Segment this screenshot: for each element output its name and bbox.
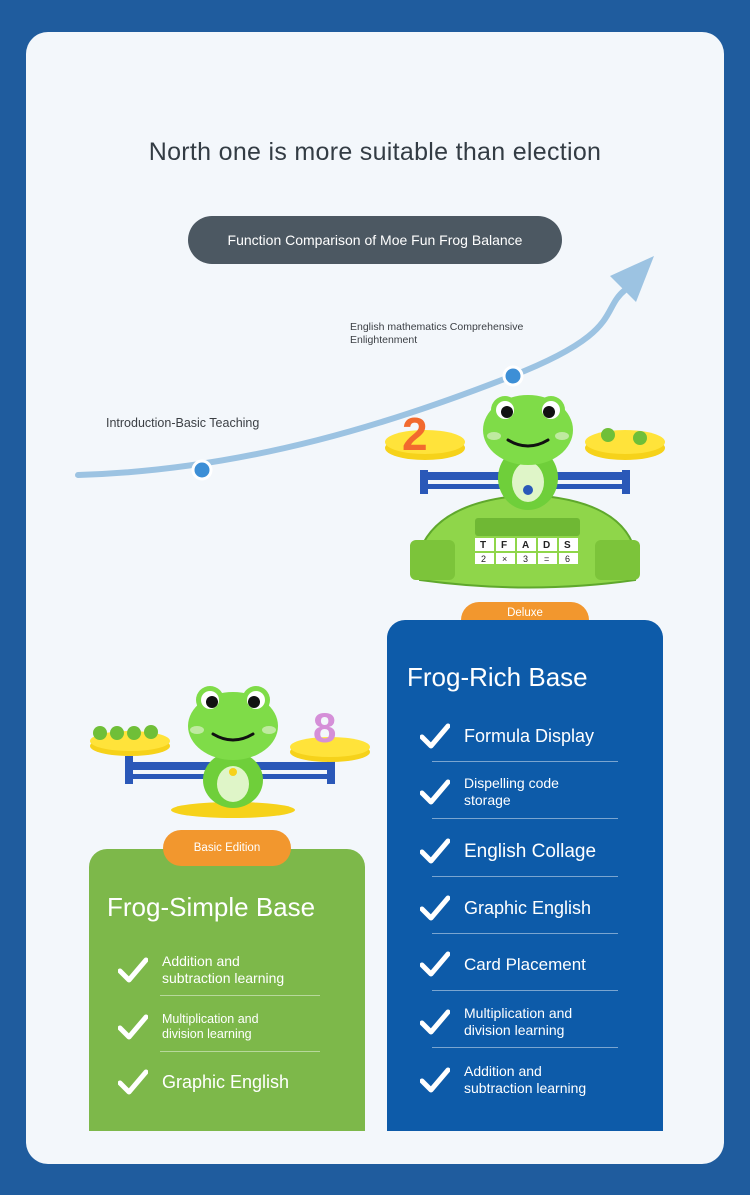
advanced-node-dot (502, 365, 524, 387)
deluxe-edition-title: Frog-Rich Base (407, 662, 588, 692)
divider (432, 933, 618, 934)
divider (432, 990, 618, 991)
divider (160, 995, 320, 996)
checkmark-icon (420, 951, 450, 977)
deluxe-feature-2: Dispelling code storage (420, 775, 650, 809)
divider (432, 761, 618, 762)
comparison-title: Function Comparison of Moe Fun Frog Bala… (188, 216, 562, 264)
deluxe-feature-7: Addition and subtraction learning (420, 1063, 650, 1097)
checkmark-icon (420, 723, 450, 749)
arrow-head-icon (610, 256, 654, 302)
advanced-label-line1: English mathematics Comprehensive (350, 321, 524, 333)
number-block-2: 2 (402, 408, 428, 460)
checkmark-icon (420, 1009, 450, 1035)
deluxe-frog-balance-image: T F A D S 2 × 3 = 6 2 (385, 395, 665, 589)
svg-text:×: × (502, 554, 507, 564)
svg-text:=: = (544, 554, 549, 564)
divider (432, 818, 618, 819)
divider (432, 1047, 618, 1048)
growth-curve (75, 256, 654, 481)
checkmark-icon (420, 1067, 450, 1093)
svg-text:A: A (522, 540, 529, 551)
basic-feature-3: Graphic English (118, 1069, 358, 1095)
basic-stage-label: Introduction-Basic Teaching (106, 416, 260, 430)
letter-tiles: T F A D S (475, 538, 578, 551)
checkmark-icon (118, 1069, 148, 1095)
basic-feature-2: Multiplication and division learning (118, 1012, 358, 1042)
checkmark-icon (420, 895, 450, 921)
svg-text:2: 2 (481, 554, 486, 564)
svg-text:S: S (564, 540, 571, 551)
deluxe-feature-1: Formula Display (420, 723, 650, 749)
svg-text:T: T (480, 540, 486, 551)
svg-text:6: 6 (565, 554, 570, 564)
formula-tiles: 2 × 3 = 6 (475, 553, 578, 564)
basic-edition-badge: Basic Edition (163, 830, 291, 866)
deluxe-edition-panel (387, 620, 663, 1131)
basic-frog-balance-image: 8 (90, 686, 370, 818)
divider (160, 1051, 320, 1052)
basic-feature-1: Addition and subtraction learning (118, 953, 358, 987)
deluxe-feature-5: Card Placement (420, 951, 650, 977)
checkmark-icon (118, 957, 148, 983)
advanced-stage-label: English mathematics Comprehensive Enligh… (350, 321, 523, 347)
divider (432, 876, 618, 877)
basic-edition-title: Frog-Simple Base (107, 892, 316, 922)
checkmark-icon (118, 1014, 148, 1040)
number-block-8: 8 (313, 704, 336, 751)
deluxe-feature-6: Multiplication and division learning (420, 1005, 650, 1039)
svg-text:F: F (501, 540, 507, 551)
deluxe-feature-4: Graphic English (420, 895, 650, 921)
svg-text:3: 3 (523, 554, 528, 564)
advanced-label-line2: Enlightenment (350, 334, 418, 346)
deluxe-feature-3: English Collage (420, 838, 650, 864)
checkmark-icon (420, 838, 450, 864)
svg-text:D: D (543, 540, 550, 551)
checkmark-icon (420, 779, 450, 805)
basic-node-dot (191, 459, 213, 481)
headline: North one is more suitable than election (148, 138, 602, 166)
